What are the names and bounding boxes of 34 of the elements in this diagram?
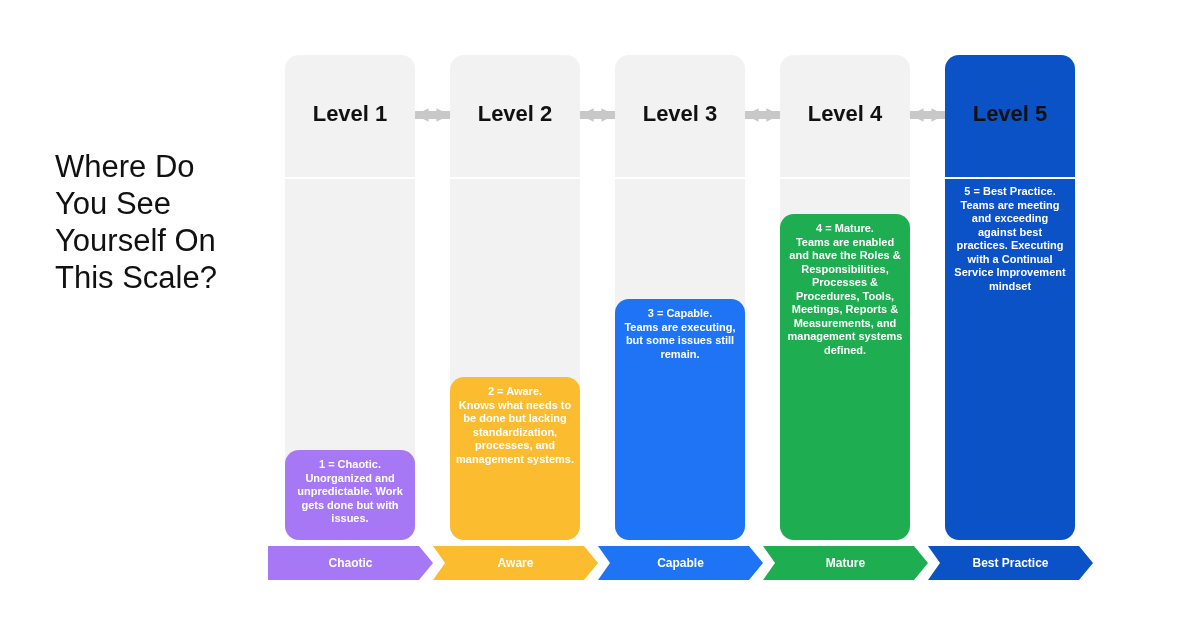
double-arrow	[745, 108, 780, 122]
level-column	[285, 55, 415, 540]
level-description: Teams are executing, but some issues still remain.	[623, 320, 737, 361]
level-card	[780, 214, 910, 540]
level-description: Teams are enabled and have the Roles & Responsibilities, Processes & Procedures, Tools, Meetings, Reports & Measurements, and management systems defined.	[786, 235, 904, 357]
double-arrow	[415, 108, 450, 122]
level-column	[450, 55, 580, 540]
double-arrow	[910, 108, 945, 122]
level-column	[615, 55, 745, 540]
chevron-label: Mature	[824, 556, 867, 570]
level-description: Unorganized and unpredictable. Work gets done but with issues.	[296, 471, 404, 526]
level-title: 4 = Mature.	[815, 222, 875, 236]
double-arrow	[580, 108, 615, 122]
level-card	[285, 450, 415, 540]
chevron-label: Aware	[496, 556, 535, 570]
level-description: Knows what needs to be done but lacking standardization, processes, and management systems.	[456, 398, 574, 466]
level-heading: Level 1	[311, 101, 389, 127]
level-title: 2 = Aware.	[486, 385, 544, 399]
level-card	[615, 299, 745, 540]
level-title: 5 = Best Practice.	[963, 185, 1057, 199]
level-card	[450, 377, 580, 540]
level-column	[780, 55, 910, 540]
level-title: 1 = Chaotic.	[317, 458, 382, 472]
level-heading: Level 3	[641, 101, 719, 127]
level-description: Teams are meeting and exceeding against best practices. Executing with a Continual Service Improvement mindset	[953, 198, 1067, 293]
page-title: Where Do You See Yourself On This Scale?	[55, 148, 218, 296]
level-heading: Level 2	[476, 101, 554, 127]
level-heading: Level 5	[971, 101, 1049, 127]
level-heading: Level 4	[806, 101, 884, 127]
chevron-label: Capable	[656, 556, 705, 570]
chevron-label: Best Practice	[971, 556, 1050, 570]
level-title: 3 = Capable.	[646, 307, 714, 321]
chevron-label: Chaotic	[327, 556, 374, 570]
level-column	[945, 55, 1075, 540]
